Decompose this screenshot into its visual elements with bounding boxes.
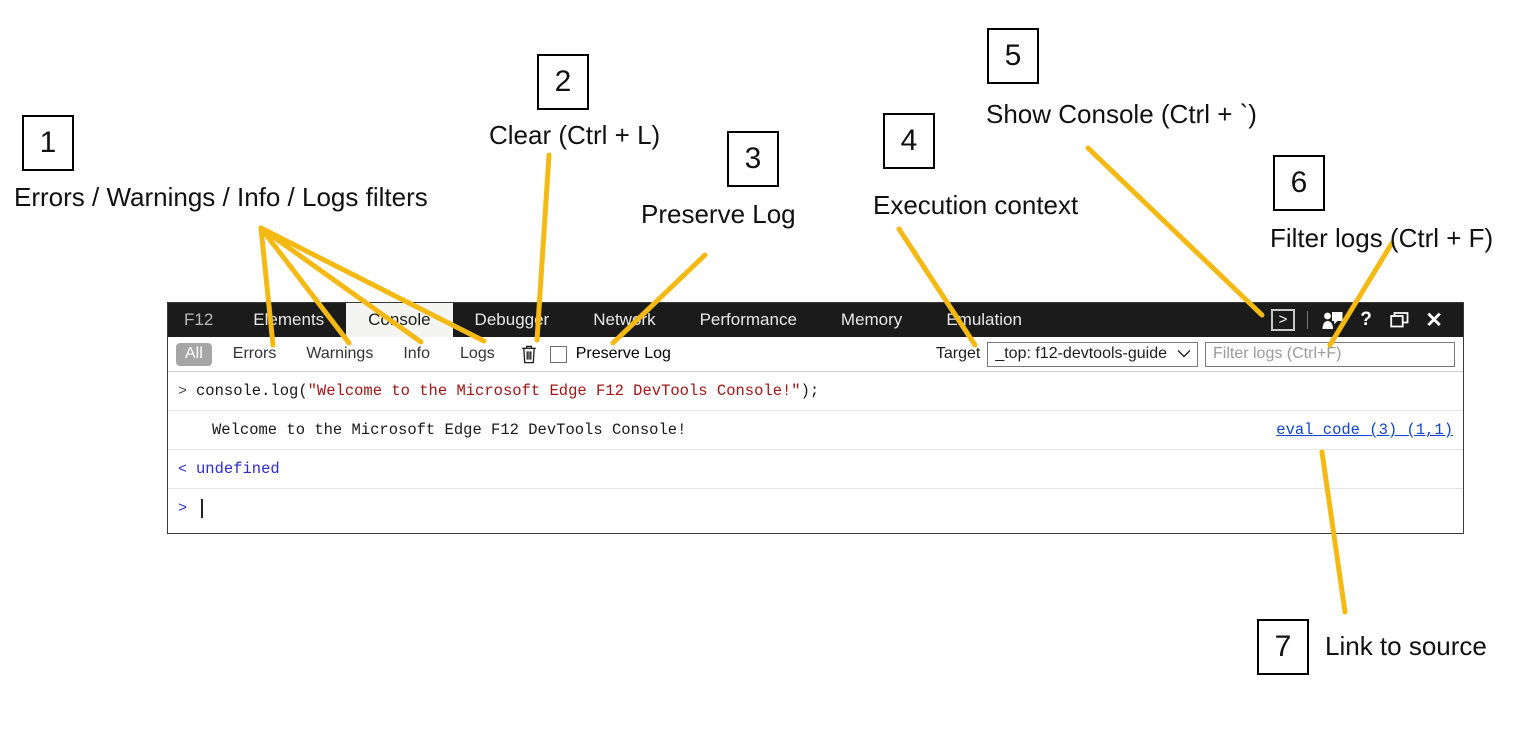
feedback-icon[interactable]	[1315, 303, 1349, 337]
preserve-log-label: Preserve Log	[575, 345, 671, 362]
console-output-text: Welcome to the Microsoft Edge F12 DevToo…	[212, 421, 687, 439]
devtools-tabstrip: F12 Elements Console Debugger Network Pe…	[168, 303, 1463, 337]
help-icon-glyph: ?	[1360, 309, 1372, 330]
show-console-icon-box: >	[1271, 309, 1295, 331]
trash-icon[interactable]	[516, 345, 542, 364]
console-row-input[interactable]: > console.log("Welcome to the Microsoft …	[168, 372, 1463, 411]
callout-label-5: Show Console (Ctrl + `)	[986, 99, 1257, 129]
code-prefix: console.log(	[196, 382, 308, 400]
help-icon[interactable]: ?	[1349, 303, 1383, 337]
toolbar-divider	[1307, 311, 1308, 329]
tab-debugger[interactable]: Debugger	[474, 310, 550, 329]
callout-number-7: 7	[1257, 619, 1309, 675]
chevron-down-icon	[1177, 345, 1191, 363]
close-icon[interactable]: ✕	[1417, 303, 1451, 337]
source-link[interactable]: eval code (3) (1,1)	[1276, 421, 1453, 439]
callout-label-3: Preserve Log	[641, 199, 796, 229]
callout-label-6: Filter logs (Ctrl + F)	[1270, 223, 1494, 253]
window-controls: > ? ✕	[1266, 303, 1463, 337]
close-icon-glyph: ✕	[1425, 308, 1443, 332]
devtools-window: F12 Elements Console Debugger Network Pe…	[167, 302, 1464, 534]
callout-number-4: 4	[883, 113, 935, 169]
input-gutter-icon: >	[178, 382, 188, 400]
console-prompt-input[interactable]	[196, 498, 203, 518]
result-gutter-icon: <	[178, 460, 188, 478]
callout-number-5: 5	[987, 28, 1039, 84]
callout-number-6: 6	[1273, 155, 1325, 211]
preserve-log-checkbox[interactable]	[549, 345, 567, 363]
code-string-literal: "Welcome to the Microsoft Edge F12 DevTo…	[307, 382, 801, 400]
code-suffix: );	[800, 382, 820, 400]
devtools-brand: F12	[184, 310, 214, 329]
filter-chip-errors[interactable]: Errors	[232, 344, 277, 362]
callout-label-7: Link to source	[1325, 631, 1487, 661]
tab-performance[interactable]: Performance	[699, 310, 797, 329]
filter-logs-input[interactable]: Filter logs (Ctrl+F)	[1205, 341, 1455, 367]
show-console-icon[interactable]: >	[1266, 303, 1300, 337]
target-label: Target	[935, 345, 981, 362]
tab-network[interactable]: Network	[593, 310, 656, 329]
filter-chip-warnings[interactable]: Warnings	[306, 344, 374, 362]
filter-chip-all[interactable]: All	[176, 342, 212, 366]
callout-number-1: 1	[22, 115, 74, 171]
console-input-code: console.log("Welcome to the Microsoft Ed…	[196, 382, 819, 400]
callout-label-2: Clear (Ctrl + L)	[489, 120, 661, 150]
text-caret	[201, 498, 203, 518]
callout-number-3: 3	[727, 131, 779, 187]
dock-undock-icon[interactable]	[1383, 303, 1417, 337]
preserve-log-toggle[interactable]: Preserve Log	[549, 345, 671, 363]
leader-line-5	[1085, 145, 1265, 318]
filter-logs-placeholder: Filter logs (Ctrl+F)	[1213, 345, 1342, 362]
execution-context-value: _top: f12-devtools-guide	[995, 345, 1167, 362]
prompt-gutter-icon: >	[178, 499, 188, 517]
tab-memory[interactable]: Memory	[840, 310, 903, 329]
callout-label-1: Errors / Warnings / Info / Logs filters	[14, 182, 428, 212]
callout-label-4: Execution context	[873, 190, 1079, 220]
console-output: > console.log("Welcome to the Microsoft …	[168, 372, 1463, 527]
execution-context-select[interactable]: _top: f12-devtools-guide	[987, 341, 1198, 367]
callout-number-2: 2	[537, 54, 589, 110]
tab-elements[interactable]: Elements	[253, 310, 325, 329]
filter-chip-info[interactable]: Info	[403, 344, 431, 362]
console-row-output[interactable]: Welcome to the Microsoft Edge F12 DevToo…	[168, 411, 1463, 450]
console-row-result[interactable]: < undefined	[168, 450, 1463, 489]
console-prompt-row[interactable]: >	[168, 489, 1463, 527]
tabstrip-spacer	[1044, 303, 1266, 337]
tab-emulation[interactable]: Emulation	[946, 310, 1022, 329]
tab-console[interactable]: Console	[346, 303, 453, 337]
console-toolbar: All Errors Warnings Info Logs Preserve L…	[168, 337, 1463, 372]
console-result-value: undefined	[196, 460, 280, 478]
filter-chip-logs[interactable]: Logs	[460, 344, 495, 362]
